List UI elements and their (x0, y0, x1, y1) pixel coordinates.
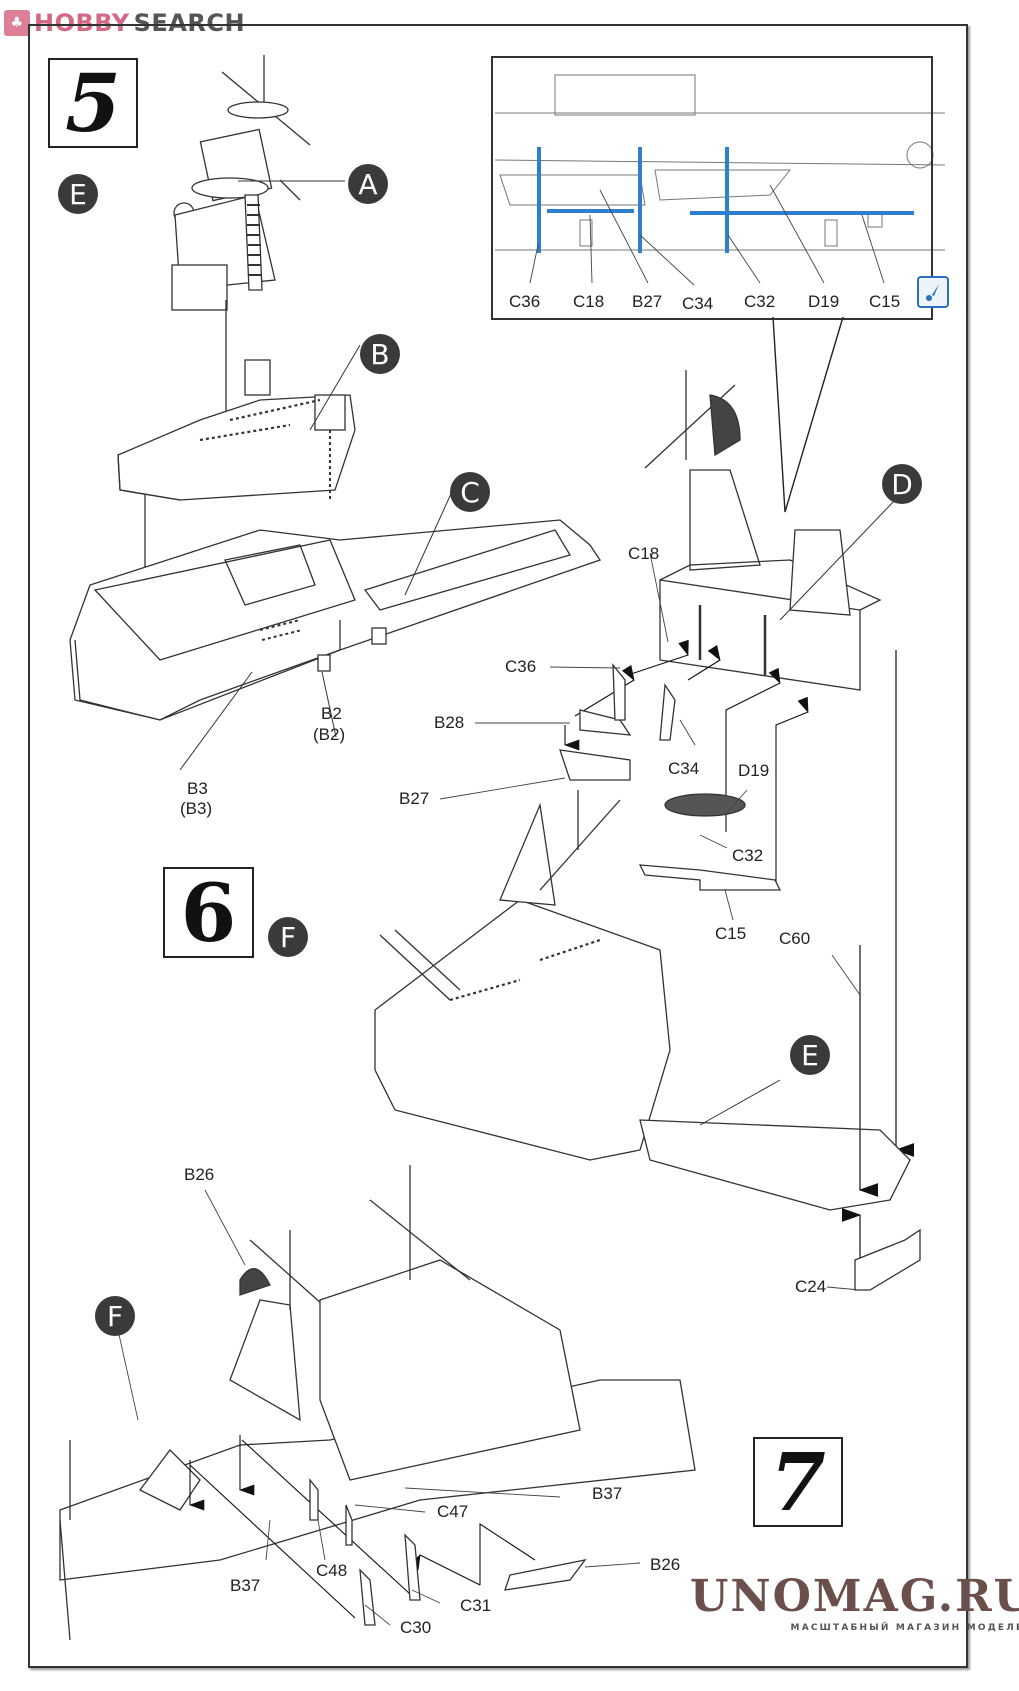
inset-label-b27: B27 (632, 292, 663, 311)
part-label-c60: C60 (779, 929, 811, 948)
part-label-b3-alt: (B3) (180, 799, 213, 818)
step-number-5: 5 (48, 56, 138, 150)
assembly-label-a: A (348, 164, 388, 204)
inset-label-c34: C34 (682, 294, 714, 313)
mast-a-drawing (171, 55, 345, 311)
part-label-b26-boat: B26 (650, 1555, 681, 1574)
inset-label-c32: C32 (744, 292, 776, 311)
part-label-b3: B3 (187, 779, 208, 798)
part-label-b37-left: B37 (230, 1576, 261, 1595)
detail-inset (491, 56, 933, 320)
inset-label-c15: C15 (869, 292, 901, 311)
part-label-b2: B2 (321, 704, 342, 723)
inset-label-c36: C36 (509, 292, 541, 311)
part-label-c34: C34 (668, 759, 700, 778)
paint-brush-note-icon (917, 276, 949, 308)
unomag-watermark: UNOMAG.RU МАСШТАБНЫЙ МАГАЗИН МОДЕЛЕЙ (690, 1571, 1019, 1634)
step6-leader-lines (439, 552, 861, 1291)
step6-small-parts (559, 663, 782, 891)
step-number-7: 7 (753, 1435, 843, 1529)
inset-leader-lines (529, 184, 885, 286)
part-label-b27: B27 (399, 789, 430, 808)
unomag-subtitle: МАСШТАБНЫЙ МАГАЗИН МОДЕЛЕЙ (790, 1623, 1019, 1633)
inset-label-c18: C18 (573, 292, 605, 311)
assembly-label-b: B (360, 334, 400, 374)
superstructure-d-drawing (644, 370, 915, 1157)
watermark-brand-part2: SEARCH (133, 9, 246, 37)
assembly-label-e-step5: E (58, 174, 98, 214)
part-label-c15: C15 (715, 924, 747, 943)
part-label-c18: C18 (628, 544, 660, 563)
hobby-search-logo-icon: ♣ (4, 10, 30, 36)
part-label-c31: C31 (460, 1596, 492, 1615)
hobby-search-watermark: ♣ HOBBY SEARCH (4, 6, 245, 40)
assembly-label-c: C (450, 472, 490, 512)
step7-small-parts (309, 1478, 587, 1626)
part-label-b2-alt: (B2) (313, 725, 346, 744)
inset-label-d19: D19 (808, 292, 840, 311)
step-number-6: 6 (163, 866, 254, 960)
part-label-c24: C24 (795, 1277, 827, 1296)
inset-drawing (494, 74, 946, 251)
unomag-title: UNOMAG.RU (690, 1571, 1019, 1622)
assembly-label-f-step6: F (268, 917, 308, 957)
part-label-b37-right: B37 (592, 1484, 623, 1503)
part-label-c48: C48 (316, 1561, 348, 1580)
assembly-label-f-step7: F (95, 1296, 135, 1336)
step7-leader-lines (117, 1189, 641, 1626)
step7-part-arrows (188, 1435, 536, 1619)
step7-ship-drawing (59, 1165, 696, 1641)
assembly-label-d: D (882, 464, 922, 504)
watermark-brand-part1: HOBBY (34, 9, 130, 37)
assembly-label-e-step6: E (790, 1035, 830, 1075)
part-label-c47: C47 (437, 1502, 469, 1521)
superstructure-b-drawing (117, 344, 361, 501)
part-label-b28: B28 (434, 713, 465, 732)
part-label-b26-radar: B26 (184, 1165, 215, 1184)
part-label-c32: C32 (732, 846, 764, 865)
step6-hull-drawing (374, 790, 921, 1291)
instruction-page-frame (28, 24, 968, 1668)
part-label-c30: C30 (400, 1618, 432, 1637)
part-label-c36: C36 (505, 657, 537, 676)
hull-c-drawing (69, 484, 602, 721)
part-label-d19: D19 (738, 761, 770, 780)
